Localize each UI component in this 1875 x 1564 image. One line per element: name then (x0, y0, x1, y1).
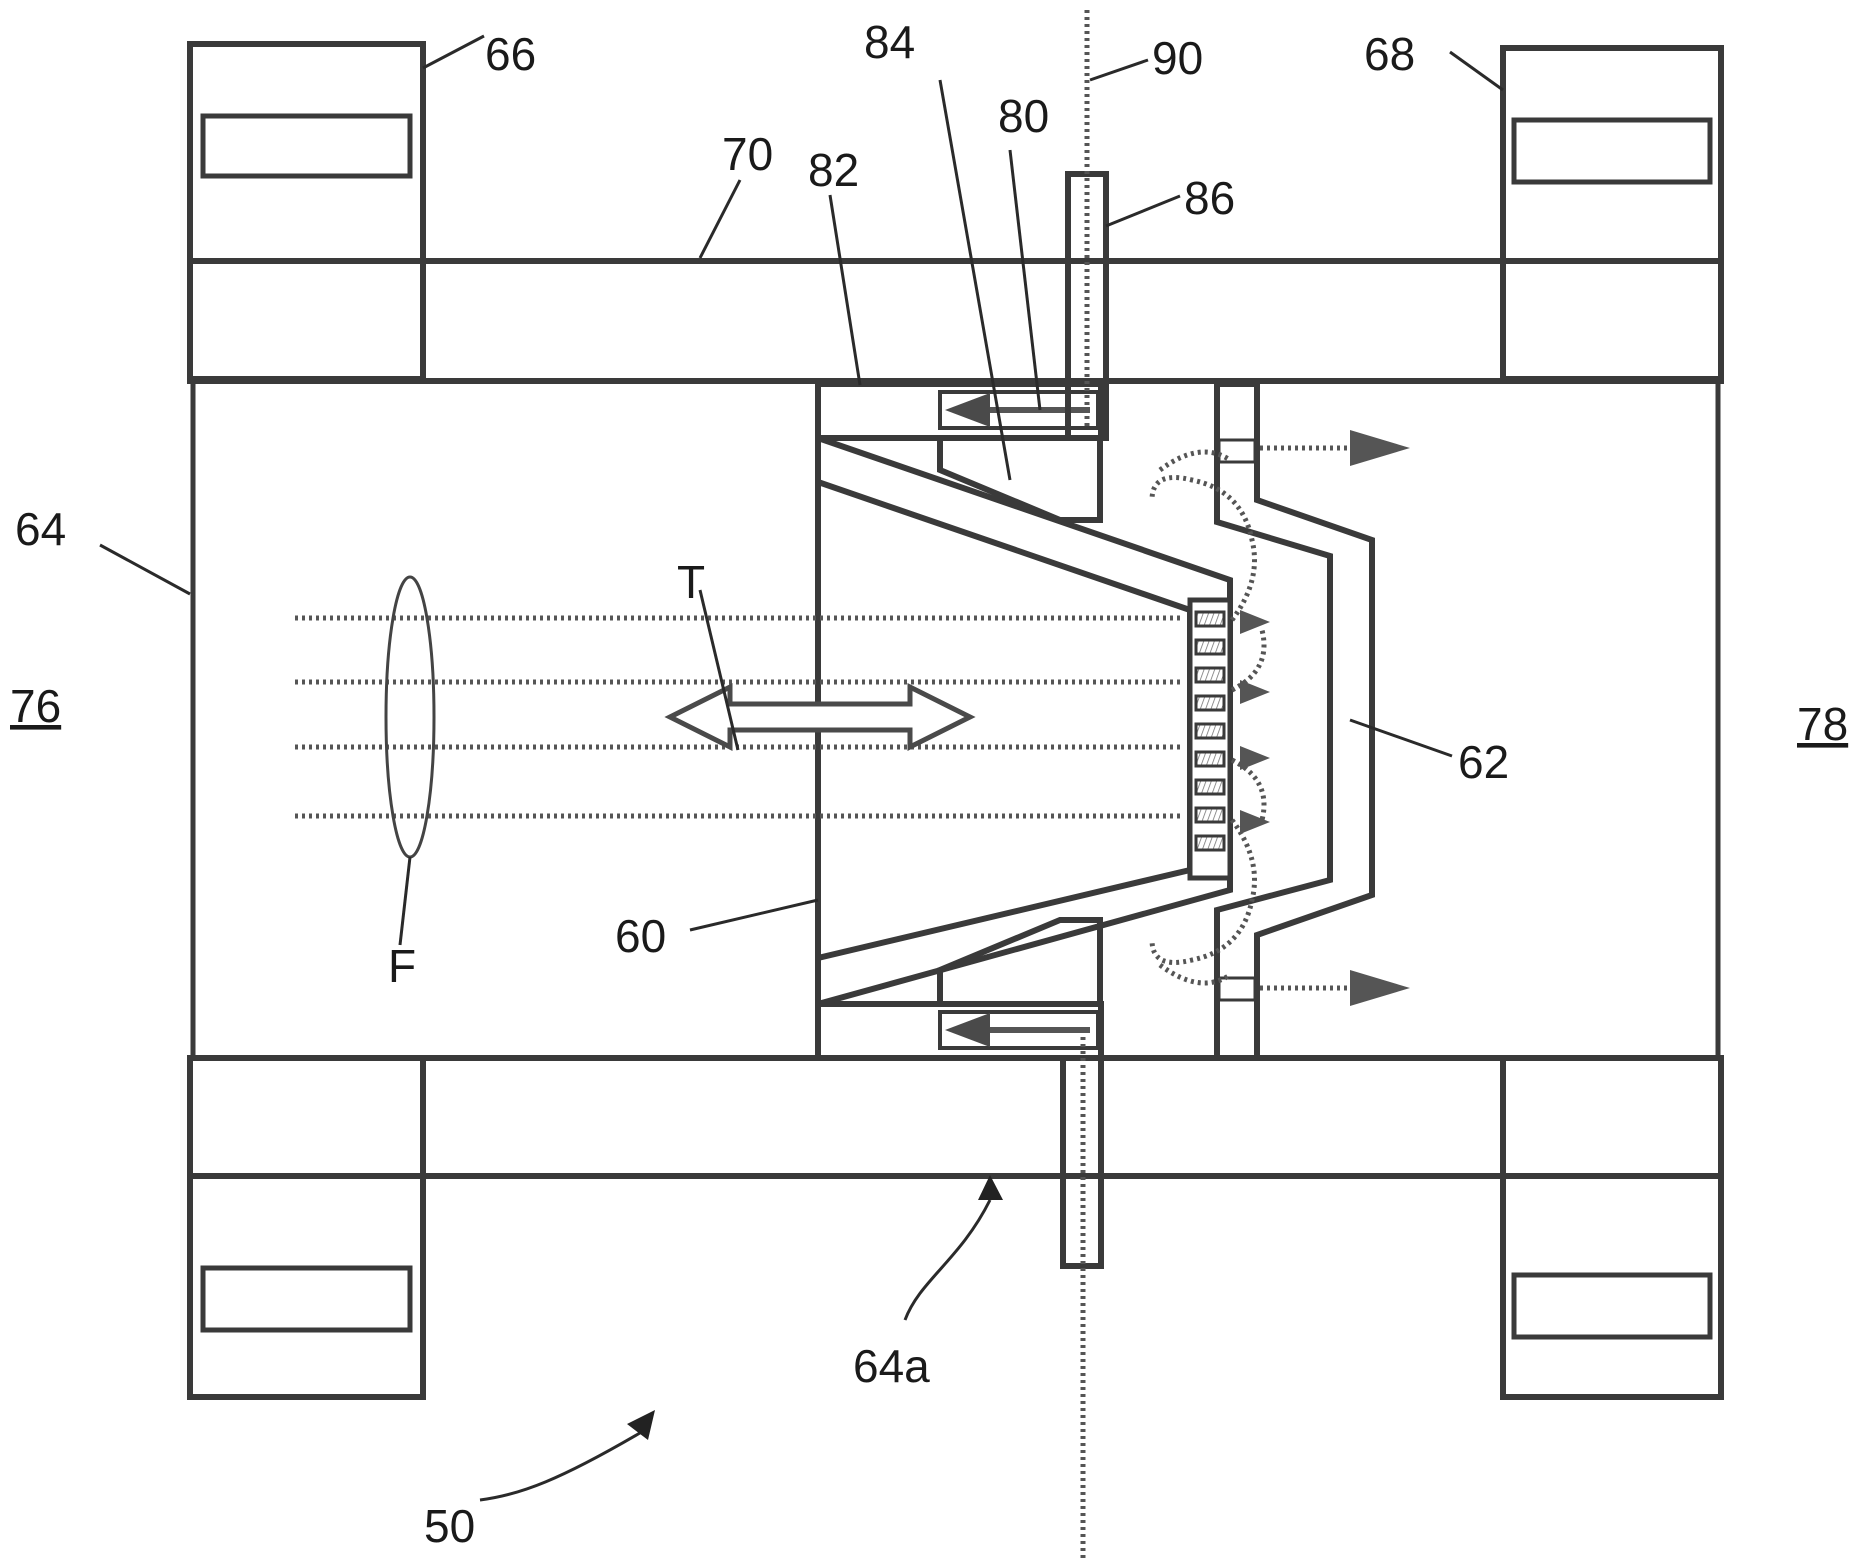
label-62: 62 (1458, 736, 1509, 788)
valve-body-top (190, 44, 1721, 381)
label-60: 60 (615, 910, 666, 962)
stem-86 (1063, 10, 1106, 1560)
bottom-wall (190, 1058, 1721, 1176)
label-84: 84 (864, 16, 915, 68)
bolt-hole-left-top (203, 116, 410, 176)
label-F: F (388, 940, 416, 992)
label-64a: 64a (853, 1340, 930, 1392)
cage-wall (1217, 384, 1372, 1058)
nose-slots (1196, 612, 1224, 850)
label-50: 50 (424, 1500, 475, 1552)
label-68: 68 (1364, 28, 1415, 80)
flange-right-bottom (1503, 1058, 1721, 1397)
bolt-hole-right-top (1514, 120, 1710, 182)
label-80: 80 (998, 90, 1049, 142)
label-86: 86 (1184, 172, 1235, 224)
seat-assembly-lower (818, 920, 1101, 1058)
cage-port-lower (1219, 978, 1255, 1000)
flange-right-top (1503, 48, 1721, 379)
bolt-hole-right-bottom (1514, 1275, 1710, 1337)
outlet-arrow-lower (1350, 970, 1410, 1006)
valve-body-bottom (190, 1058, 1721, 1397)
label-82: 82 (808, 144, 859, 196)
bolt-hole-left-bottom (203, 1268, 410, 1330)
label-90: 90 (1152, 32, 1203, 84)
flange-left-bottom (190, 1058, 423, 1397)
label-64: 64 (15, 503, 66, 555)
label-70: 70 (722, 128, 773, 180)
label-66: 66 (485, 28, 536, 80)
top-wall (190, 261, 1721, 381)
label-T: T (677, 556, 705, 608)
outlet-arrow-upper (1350, 430, 1410, 466)
cage-62 (1217, 384, 1372, 1058)
label-78: 78 (1797, 698, 1848, 750)
flange-left-top (190, 44, 423, 379)
label-76: 76 (10, 680, 61, 732)
